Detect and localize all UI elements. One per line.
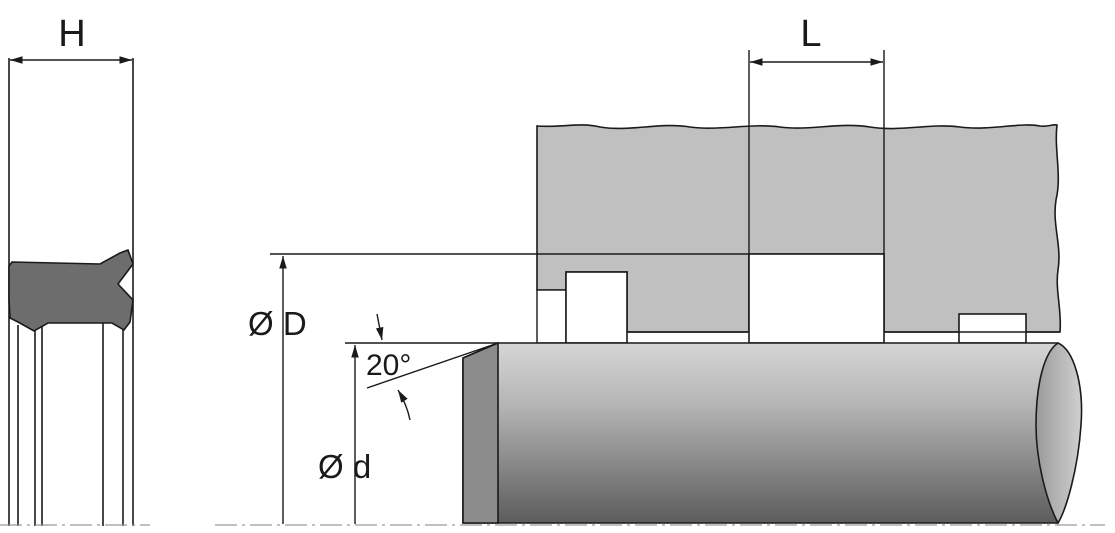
groove-length-label: L <box>800 13 821 55</box>
wiper-slot <box>565 271 628 344</box>
chamfer-angle-leg <box>366 342 499 389</box>
rod-chamfer <box>462 341 499 524</box>
guide-ring-slot <box>958 313 1027 344</box>
seal-groove <box>748 253 885 344</box>
angle-arc-arrow <box>397 389 411 421</box>
seal-profile-shape <box>8 248 134 332</box>
rod-body <box>462 342 1082 524</box>
housing-body <box>536 123 1062 333</box>
angle-arrow-top <box>375 313 384 341</box>
chamfer-angle-label: 20° <box>366 349 411 382</box>
groove-bottom-strip <box>536 289 567 344</box>
seal-section-view: H <box>0 13 150 526</box>
rod-diameter-label: Ø d <box>318 448 371 485</box>
bore-diameter-label: Ø D <box>248 305 307 342</box>
installation-view: L Ø D Ø d 20° <box>215 13 1105 526</box>
width-label: H <box>58 13 85 55</box>
rod-end-face <box>1035 342 1083 525</box>
